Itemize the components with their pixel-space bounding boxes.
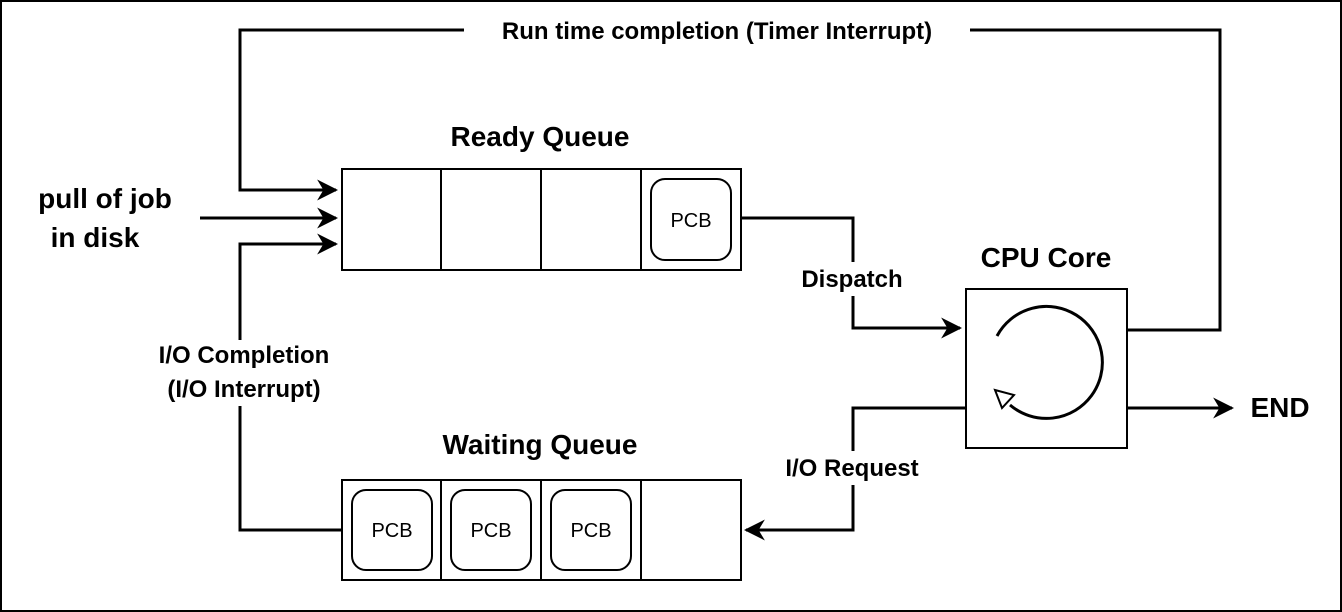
waiting-queue-title: Waiting Queue: [443, 429, 638, 460]
pcb-label: PCB: [470, 520, 511, 542]
pcb-block: [550, 489, 632, 571]
pcb-block: [351, 489, 433, 571]
waiting-queue: PCB PCB PCB: [341, 479, 742, 581]
dispatch-label: Dispatch: [801, 266, 902, 293]
pcb-block: [450, 489, 532, 571]
dispatch-label-bg: [788, 262, 916, 296]
end-label: END: [1250, 392, 1309, 423]
io-completion-label-line1: I/O Completion: [159, 342, 330, 369]
job-source-label-line1: pull of job: [38, 183, 172, 214]
timer-label-bg: [464, 16, 970, 46]
pcb-label: PCB: [570, 520, 611, 542]
io-request-label: I/O Request: [785, 455, 918, 482]
cycle-icon: [995, 304, 1104, 420]
ready-queue-title: Ready Queue: [451, 121, 630, 152]
waiting-queue-slot: PCB: [550, 489, 632, 571]
timer-interrupt-label: Run time completion (Timer Interrupt): [502, 18, 932, 45]
pcb-label: PCB: [670, 210, 711, 232]
pcb-block: [650, 178, 732, 261]
io-completion-label-line2: (I/O Interrupt): [167, 376, 320, 403]
cpu-core-title: CPU Core: [981, 242, 1112, 273]
waiting-queue-slot: PCB: [450, 489, 532, 571]
job-source-label-line2: in disk: [51, 222, 140, 253]
ready-queue-slot: PCB: [650, 178, 732, 261]
waiting-queue-slot: PCB: [351, 489, 433, 571]
io-completion-label-bg: [140, 340, 348, 406]
io-request-label-bg: [770, 451, 934, 485]
cpu-core-box: [965, 288, 1128, 449]
pcb-label: PCB: [371, 520, 412, 542]
ready-queue: PCB: [341, 168, 742, 271]
cycle-arrowhead-icon: [993, 388, 1016, 410]
